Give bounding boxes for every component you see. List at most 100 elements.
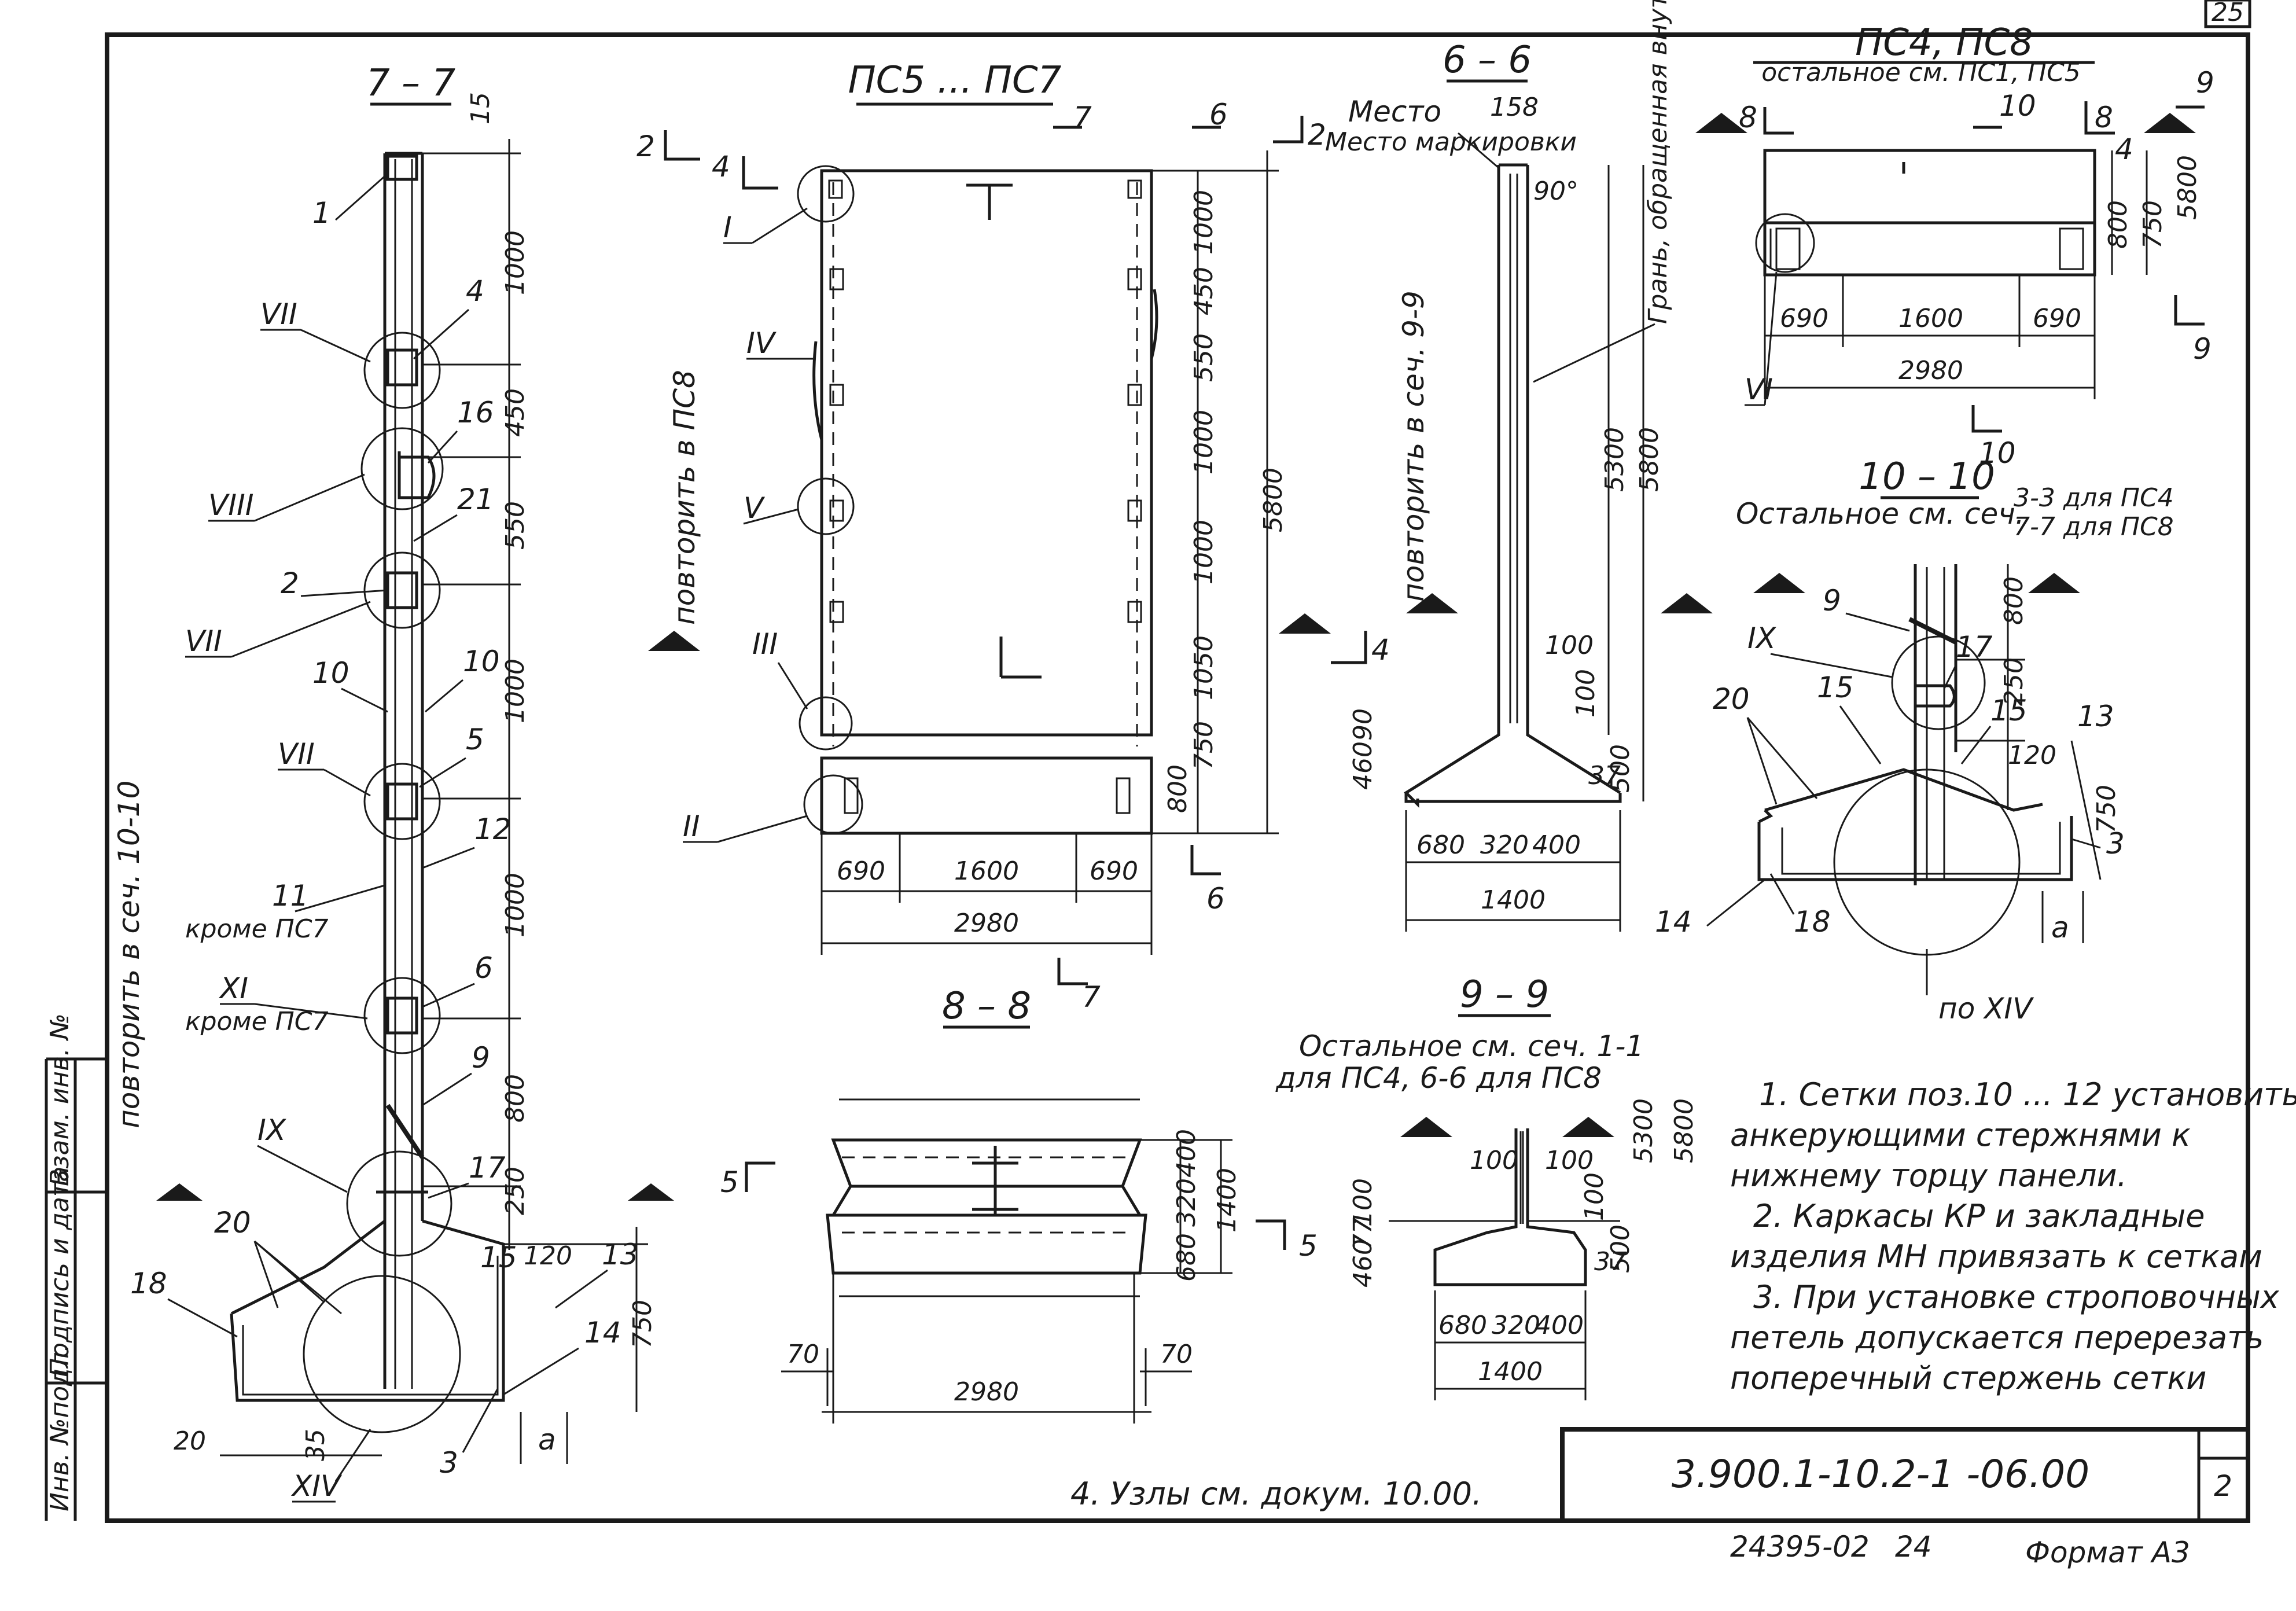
except-pc7-b: кроме ПС7 — [185, 1007, 328, 1036]
panel-pc5-pc7-title: ПС5 ... ПС7 — [848, 59, 1062, 102]
pos-10-b: 10 — [463, 645, 500, 678]
dim-7-7-800: 800 — [501, 1074, 530, 1123]
doc-number: 3.900.1-10.2-1 -06.00 — [1672, 1452, 2089, 1496]
mark-place-label: Место маркировки — [1325, 127, 1577, 157]
dim-pc4-690-a: 690 — [1780, 304, 1828, 333]
dim-9-9-5800: 5800 — [1669, 1098, 1699, 1163]
dim-pc5-690-b: 690 — [1090, 856, 1138, 886]
dim-8-8-400: 400 — [1172, 1129, 1201, 1178]
pos10-9: 9 — [1823, 584, 1841, 617]
dim-pc5-450: 450 — [1189, 267, 1219, 315]
pos10-13: 13 — [2077, 700, 2114, 733]
section-10-10-ref-b: 7-7 для ПС8 — [2014, 512, 2174, 542]
inventory-page: 24 — [1895, 1530, 1932, 1564]
dim-pc5-1000-c: 1000 — [1189, 520, 1219, 584]
section-9-9-subtitle-a: Остальное см. сеч. 1-1 — [1299, 1029, 1644, 1063]
level-mark-icon — [1279, 613, 1331, 634]
note-line-7: петель допускается перерезать — [1730, 1319, 2264, 1356]
pos-15: 15 — [480, 1241, 517, 1274]
node-IV: IV — [746, 326, 777, 360]
pos-3: 3 — [440, 1446, 458, 1480]
dim-pc5-550: 550 — [1189, 333, 1219, 382]
level-mark-icon — [1695, 113, 1747, 133]
level-mark-icon — [1753, 573, 1805, 593]
dim-6-6-158: 158 — [1490, 93, 1539, 122]
dim-9-9-400: 400 — [1535, 1311, 1584, 1340]
section-7-7: 7 – 7 — [112, 62, 674, 1503]
except-pc7-a: кроме ПС7 — [185, 914, 328, 944]
cut-mark-9-a: 9 — [2196, 66, 2214, 100]
pos10-14: 14 — [1655, 905, 1692, 939]
cut-mark-8-a: 8 — [1739, 101, 1757, 134]
stamp-inv-orig: Инв. №подл. — [45, 1344, 75, 1511]
pos-1: 1 — [312, 196, 331, 230]
pos10-15-b: 15 — [1990, 694, 2028, 727]
level-mark-icon — [648, 631, 700, 651]
node-VII-a: VII — [260, 297, 297, 331]
dim-9-9-100-c: 100 — [1348, 1178, 1378, 1227]
cut-mark-2: 2 — [636, 130, 655, 163]
pos-9: 9 — [472, 1041, 490, 1075]
dim-10-10-250: 250 — [1999, 657, 2029, 706]
cut-mark-5-b: 5 — [1299, 1229, 1318, 1263]
dim-pc5-1600: 1600 — [954, 856, 1019, 886]
pos10-3: 3 — [2106, 827, 2125, 860]
dim-pc5-1050: 1050 — [1189, 635, 1219, 700]
dim-7-7-15: 15 — [466, 92, 495, 124]
cut-mark-10-a: 10 — [1999, 89, 2036, 123]
dim-6-6-5300: 5300 — [1600, 427, 1629, 492]
dim-pc5-2980: 2980 — [954, 909, 1019, 938]
cut-mark-8-b: 8 — [2095, 101, 2113, 134]
level-mark-icon — [2144, 113, 2196, 133]
dim-6-6-100-b: 100 — [1571, 669, 1600, 718]
dim-9-9-100-d: 100 — [1580, 1172, 1609, 1221]
pos-4: 4 — [466, 274, 484, 308]
section-9-9: 9 – 9 Остальное см. сеч. 1-1 для ПС4, 6-… — [1275, 973, 1699, 1400]
pos-18: 18 — [130, 1267, 167, 1300]
section-9-9-title: 9 – 9 — [1460, 973, 1549, 1016]
repeat-note-9-9: повторить в сеч. 9-9 — [1397, 290, 1430, 602]
dim-9-9-320: 320 — [1492, 1311, 1540, 1340]
dim-9-9-77: 77 — [1348, 1218, 1378, 1250]
dim-8-8-2980: 2980 — [954, 1377, 1019, 1407]
pos-5: 5 — [466, 723, 484, 756]
section-6-6: 6 – 6 Место Место маркировки 90° 158 530… — [1273, 0, 1713, 932]
dim-9-9-680: 680 — [1438, 1311, 1487, 1340]
dim-8-8-70-a: 70 — [787, 1340, 819, 1369]
pos-16: 16 — [457, 396, 494, 429]
dim-8-8-320: 320 — [1172, 1178, 1201, 1227]
dim-7-7-120: 120 — [524, 1241, 572, 1271]
cut-mark-2-b: 2 — [1308, 118, 1326, 152]
dim-6-6-320: 320 — [1480, 830, 1529, 860]
dim-10-10-a: a — [2051, 911, 2069, 944]
section-10-10-subtitle: Остальное см. сеч. — [1736, 497, 2025, 531]
dim-6-6-400: 400 — [1532, 830, 1581, 860]
dim-7-7-550: 550 — [501, 501, 530, 550]
node10-XIV: по XIV — [1938, 992, 2034, 1025]
section-8-8-title: 8 – 8 — [942, 985, 1031, 1028]
dim-9-9-100-a: 100 — [1470, 1146, 1518, 1175]
pos10-18: 18 — [1794, 905, 1831, 939]
stamp-replace-inv: Взам. инв. № — [45, 1013, 75, 1186]
pos10-15-a: 15 — [1817, 671, 1854, 704]
section-9-9-subtitle-b: для ПС4, 6-6 для ПС8 — [1275, 1061, 1602, 1095]
dim-pc4-690-b: 690 — [2033, 304, 2081, 333]
repeat-note-10-10: повторить в сеч. 10-10 — [112, 781, 146, 1128]
note-line-9: 4. Узлы см. докум. 10.00. — [1070, 1476, 1482, 1512]
section-10-10: 10 – 10 Остальное см. сеч. 3-3 для ПС4 7… — [1655, 455, 2174, 1025]
dim-7-7-1000-b: 1000 — [501, 659, 530, 723]
page-number: 25 — [2212, 0, 2244, 27]
mark-place-1: Место — [1348, 95, 1441, 128]
dim-pc5-1000-a: 1000 — [1189, 190, 1219, 255]
dim-6-6-90: 90 — [1348, 708, 1378, 741]
note-line-1: 1. Сетки поз.10 ... 12 установить — [1759, 1076, 2296, 1113]
node-VIII: VIII — [208, 488, 253, 522]
dim-pc4-750: 750 — [2138, 200, 2168, 249]
panel-pc4-pc8: ПС4, ПС8 остальное см. ПС1, ПС5 VI 690 1… — [1695, 21, 2214, 470]
dim-9-9-100-b: 100 — [1545, 1146, 1594, 1175]
dim-pc5-5800: 5800 — [1259, 468, 1288, 532]
cut-mark-9-b: 9 — [2193, 332, 2212, 366]
stamp-signature-date: Подпись и дата — [45, 1167, 75, 1377]
angle-90: 90° — [1533, 176, 1578, 206]
